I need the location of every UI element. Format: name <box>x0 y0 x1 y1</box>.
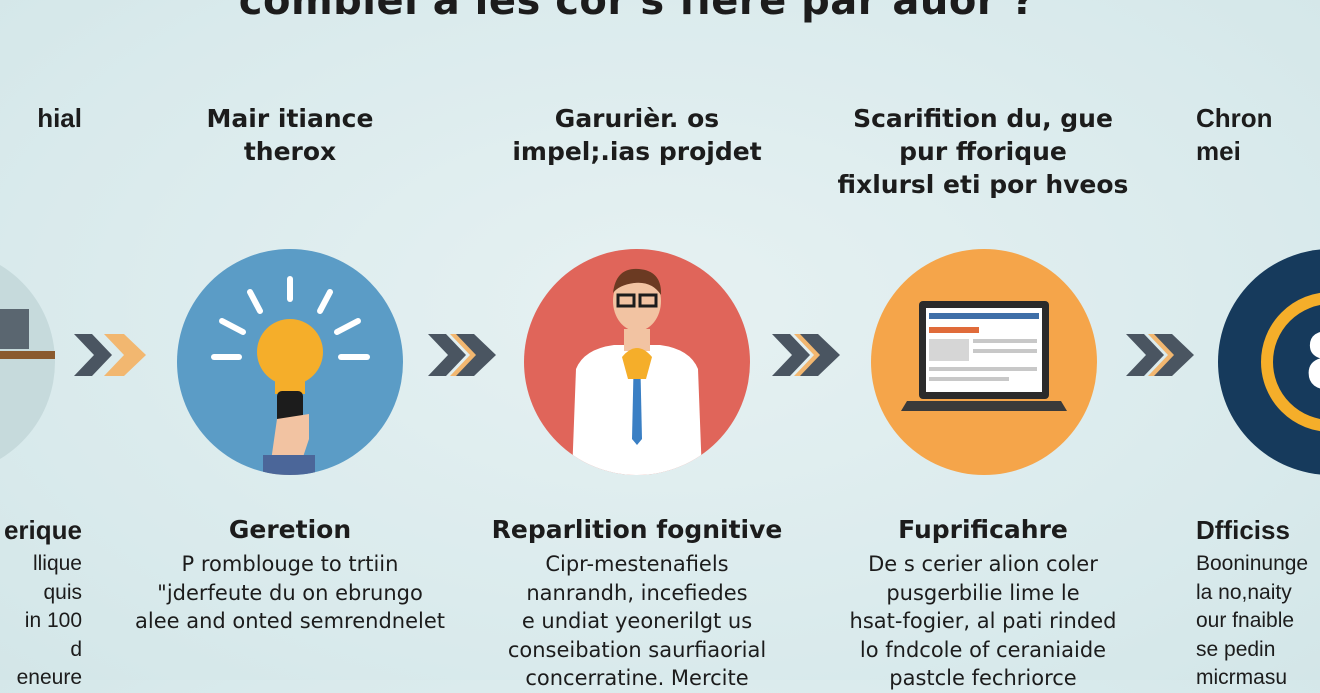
step-3-circle <box>524 249 750 475</box>
businessman-icon <box>524 249 750 475</box>
step-heading-line: pur fforique <box>899 137 1067 166</box>
step-heading-line: Chron <box>1196 103 1273 133</box>
step-description-line: e undiat yeonerilgt us <box>521 609 753 633</box>
step-description-line: "jderfeute du on ebrungo <box>157 580 423 605</box>
step-subtitle: erique <box>3 515 82 545</box>
step-heading: Scarifition du, gue pur fforique fixlursl … <box>803 102 1163 201</box>
badge-number: 8 <box>1304 318 1320 408</box>
step-description-line: hsat-fogier, al pati rinded <box>849 609 1117 633</box>
step-heading: Garurièr. os impel;.ias projdet <box>457 102 817 168</box>
step-description-line: conseibation saurfiaorial <box>507 637 767 662</box>
step-description-line: nanrandh, incefiedes <box>526 580 748 605</box>
step-description-line: eneure <box>16 666 82 689</box>
step-subtitle: Reparlition fognitive <box>491 515 783 544</box>
step-subtitle: Geretion <box>228 515 352 544</box>
step-1: hial erique llique quis in 100 d eneure <box>0 0 82 689</box>
step-description-line: pastcle fechriorce <box>889 666 1077 690</box>
step-description: Booninunge la no,naity our fnaible se pedin… <box>1196 550 1320 693</box>
step-heading-line: fixlursl eti por hveos <box>837 170 1129 199</box>
step-description-line: our fnaible <box>1196 609 1295 632</box>
step-heading-line: Scarifition du, gue <box>853 104 1113 133</box>
chevron-arrow-icon <box>74 334 146 376</box>
step-description: llique quis in 100 d eneure <box>0 550 82 693</box>
step-description-line: la no,naity <box>1196 580 1292 604</box>
laptop-icon <box>871 249 1097 475</box>
step-description-line: micrmasu <box>1196 666 1288 689</box>
step-description-line: se pedin <box>1196 637 1276 661</box>
chevron-arrow-icon <box>428 334 496 376</box>
step-4: Scarifition du, gue pur fforique fixlursl … <box>803 0 1163 690</box>
step-description: Cipr-mestenafiels nanrandh, incefiedes e u… <box>457 550 817 693</box>
infographic-title: combiel a les cor's fiere par auor ? <box>238 0 1036 24</box>
step-heading-line: mei <box>1196 136 1241 166</box>
chevron-arrow-icon <box>772 334 840 376</box>
step-subtitle: Fuprificahre <box>898 515 1068 544</box>
step-description-line: De s cerier alion coler <box>868 552 1098 576</box>
step-description-line: d <box>70 637 82 661</box>
step-description-line: quis <box>43 580 82 604</box>
step-1-circle <box>0 249 55 475</box>
step-heading-line: impel;.ias projdet <box>512 137 762 166</box>
step-2-circle <box>177 249 403 475</box>
step-heading: Mair itiance therox <box>110 102 470 168</box>
step-heading-line: therox <box>243 137 337 166</box>
step-description: De s cerier alion coler pusgerbilie lime … <box>803 550 1163 693</box>
step-description-line: llique <box>32 552 82 575</box>
step-heading: hial <box>0 102 82 135</box>
chevron-arrow-icon <box>1126 334 1194 376</box>
step-4-circle <box>871 249 1097 475</box>
step-description-line: lo fndcole of ceraniaide <box>859 637 1107 662</box>
step-description-line: alee and onted semrendnelet <box>135 609 445 633</box>
step-description-line: Booninunge <box>1196 552 1309 575</box>
step-subtitle: Dfficiss <box>1196 515 1290 545</box>
step-description-line: Cipr-mestenafiels <box>545 552 729 576</box>
step-description-line: P romblouge to trtiin <box>181 552 399 576</box>
step-description-line: concerratine. Mercite <box>525 666 749 690</box>
step-5-circle: 8 <box>1218 249 1320 475</box>
step-description-line: pusgerbilie lime le <box>886 580 1080 605</box>
lightbulb-icon <box>177 249 403 475</box>
step-heading-line: Mair itiance <box>206 104 374 133</box>
step-heading-line: hial <box>37 103 82 133</box>
step-description: P romblouge to trtiin "jderfeute du on eb… <box>110 550 470 636</box>
step-heading-line: Garurièr. os <box>554 104 720 133</box>
number-8-icon: 8 <box>1218 249 1320 475</box>
desk-icon <box>0 265 55 459</box>
step-description-line: in 100 <box>24 609 82 632</box>
